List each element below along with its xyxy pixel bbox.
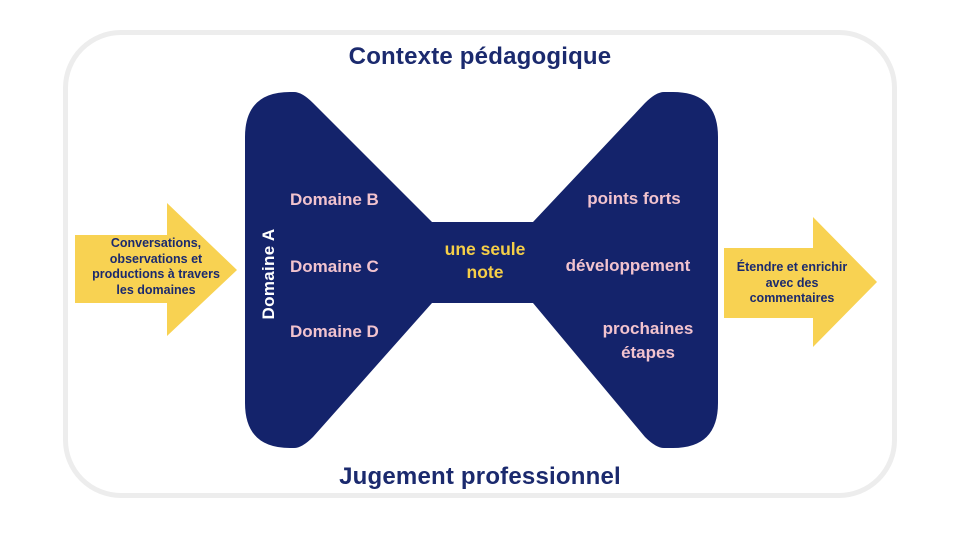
strengths-label: points forts <box>587 189 681 208</box>
domain-a-vertical-label: Domaine A <box>259 228 278 320</box>
title-professional-judgement: Jugement professionnel <box>339 463 621 490</box>
left-arrow-shape <box>75 203 237 336</box>
domain-b-label: Domaine B <box>290 190 379 209</box>
left-arrow-label: Conversations, observations et productio… <box>92 236 220 297</box>
single-grade-label: une seule note <box>444 239 526 282</box>
domain-c-label: Domaine C <box>290 257 379 276</box>
domain-d-label: Domaine D <box>290 322 379 341</box>
card-border <box>63 30 897 498</box>
title-pedagogical-context: Contexte pédagogique <box>348 43 612 70</box>
development-label: développement <box>565 256 691 275</box>
right-arrow-label: Étendre et enrichir avec des commentaire… <box>736 260 848 305</box>
bowtie-shape <box>245 92 718 448</box>
next-steps-label: prochaines étapes <box>602 319 694 362</box>
right-arrow-shape <box>724 217 877 347</box>
